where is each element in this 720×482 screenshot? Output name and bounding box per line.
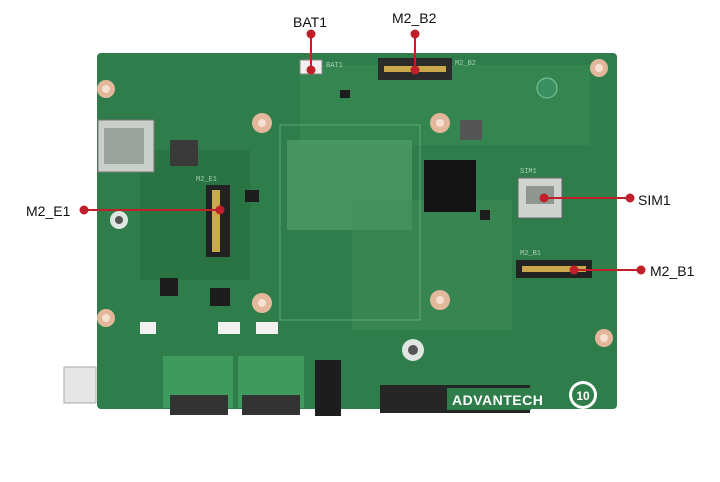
callout-lines xyxy=(79,29,646,275)
callout-dot-sim1-right xyxy=(625,193,635,203)
small-components xyxy=(140,90,490,334)
soc-chip xyxy=(424,160,476,212)
mounting-holes xyxy=(97,59,613,361)
label-m2-e1: M2_E1 xyxy=(26,203,71,219)
badge-text: 10 xyxy=(576,389,590,403)
callout-dot-m2-b1 xyxy=(569,265,579,275)
silk-m2-b2: M2_B2 xyxy=(455,60,477,68)
label-bat1: BAT1 xyxy=(293,14,327,30)
label-sim1: SIM1 xyxy=(638,192,671,208)
label-m2-b1: M2_B1 xyxy=(650,263,695,279)
pcb-silk-outline xyxy=(279,124,421,321)
callout-dot-sim1 xyxy=(539,193,549,203)
usb-connector xyxy=(63,366,97,404)
callout-dot-bat1-top xyxy=(306,29,316,39)
silk-m2-b1: M2_B1 xyxy=(520,250,542,258)
callout-dot-bat1 xyxy=(306,65,316,75)
pcb-zone-left xyxy=(140,150,250,280)
brand-plate xyxy=(447,388,531,410)
silk-sim1: SIM1 xyxy=(520,168,537,176)
callout-dot-m2-b1-right xyxy=(636,265,646,275)
inductor xyxy=(460,120,482,140)
memory-chip xyxy=(170,140,198,166)
audio-jack xyxy=(315,360,341,416)
callout-dot-m2-b2-top xyxy=(410,29,420,39)
silk-bat1: BAT1 xyxy=(326,62,343,70)
callout-dot-m2-e1-left xyxy=(79,205,89,215)
callout-dot-m2-e1 xyxy=(215,205,225,215)
callout-dot-m2-b2 xyxy=(410,65,420,75)
silk-m2-e1: M2_E1 xyxy=(196,176,218,184)
pcb-zone-center xyxy=(352,200,512,330)
brand-logo: ADVANTECH xyxy=(452,392,544,408)
label-m2-b2: M2_B2 xyxy=(392,10,437,26)
